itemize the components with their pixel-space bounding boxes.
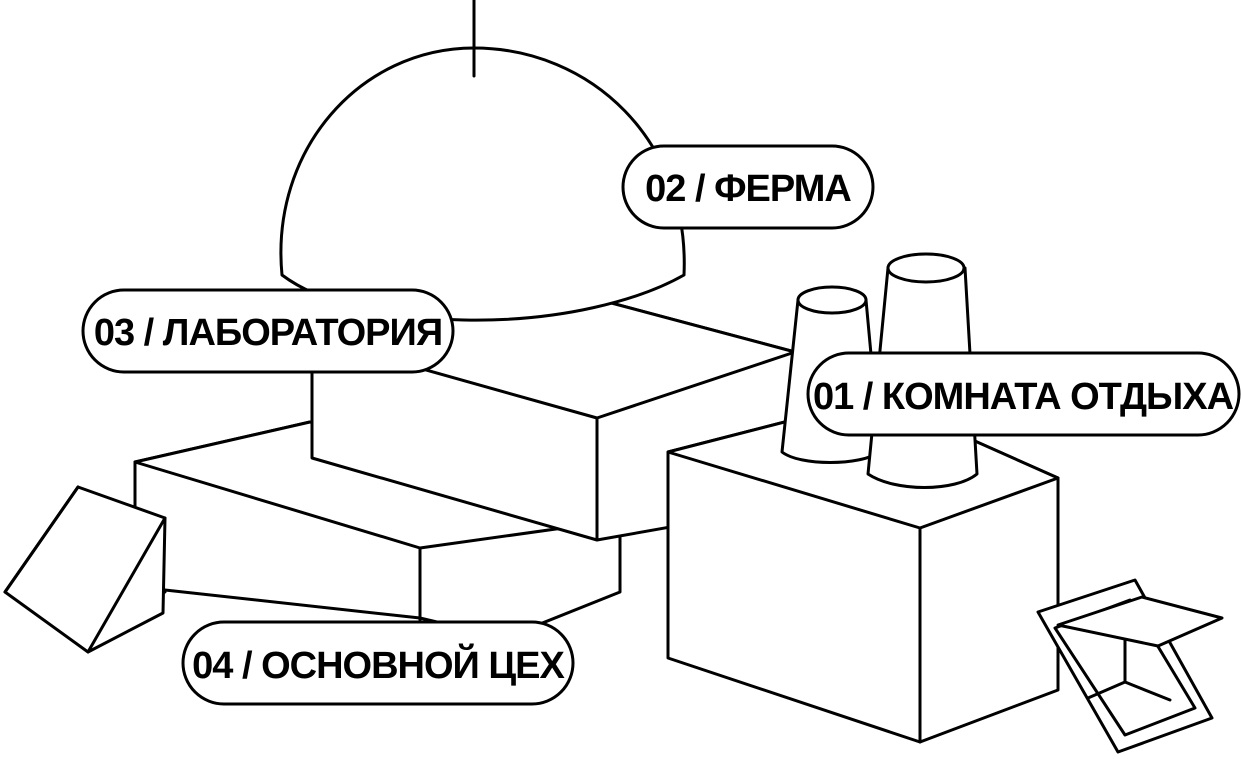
zone-pill-farm[interactable]: 02 / ФЕРМА xyxy=(621,144,875,230)
zone-label-main-workshop: 04 / ОСНОВНОЙ ЦЕХ xyxy=(192,642,565,687)
zone-label-laboratory: 03 / ЛАБОРАТОРИЯ xyxy=(94,312,442,354)
frame-object xyxy=(1036,578,1224,754)
zone-pill-rest-room[interactable]: 01 / КОМНАТА ОТДЫХА xyxy=(806,351,1241,437)
zone-label-rest-room: 01 / КОМНАТА ОТДЫХА xyxy=(813,376,1234,418)
zone-pill-main-workshop[interactable]: 04 / ОСНОВНОЙ ЦЕХ xyxy=(181,620,575,706)
wedge-ramp xyxy=(3,485,167,654)
zone-pill-laboratory[interactable]: 03 / ЛАБОРАТОРИЯ xyxy=(81,288,455,374)
farm-dome xyxy=(279,0,686,322)
zone-label-farm: 02 / ФЕРМА xyxy=(645,168,851,210)
